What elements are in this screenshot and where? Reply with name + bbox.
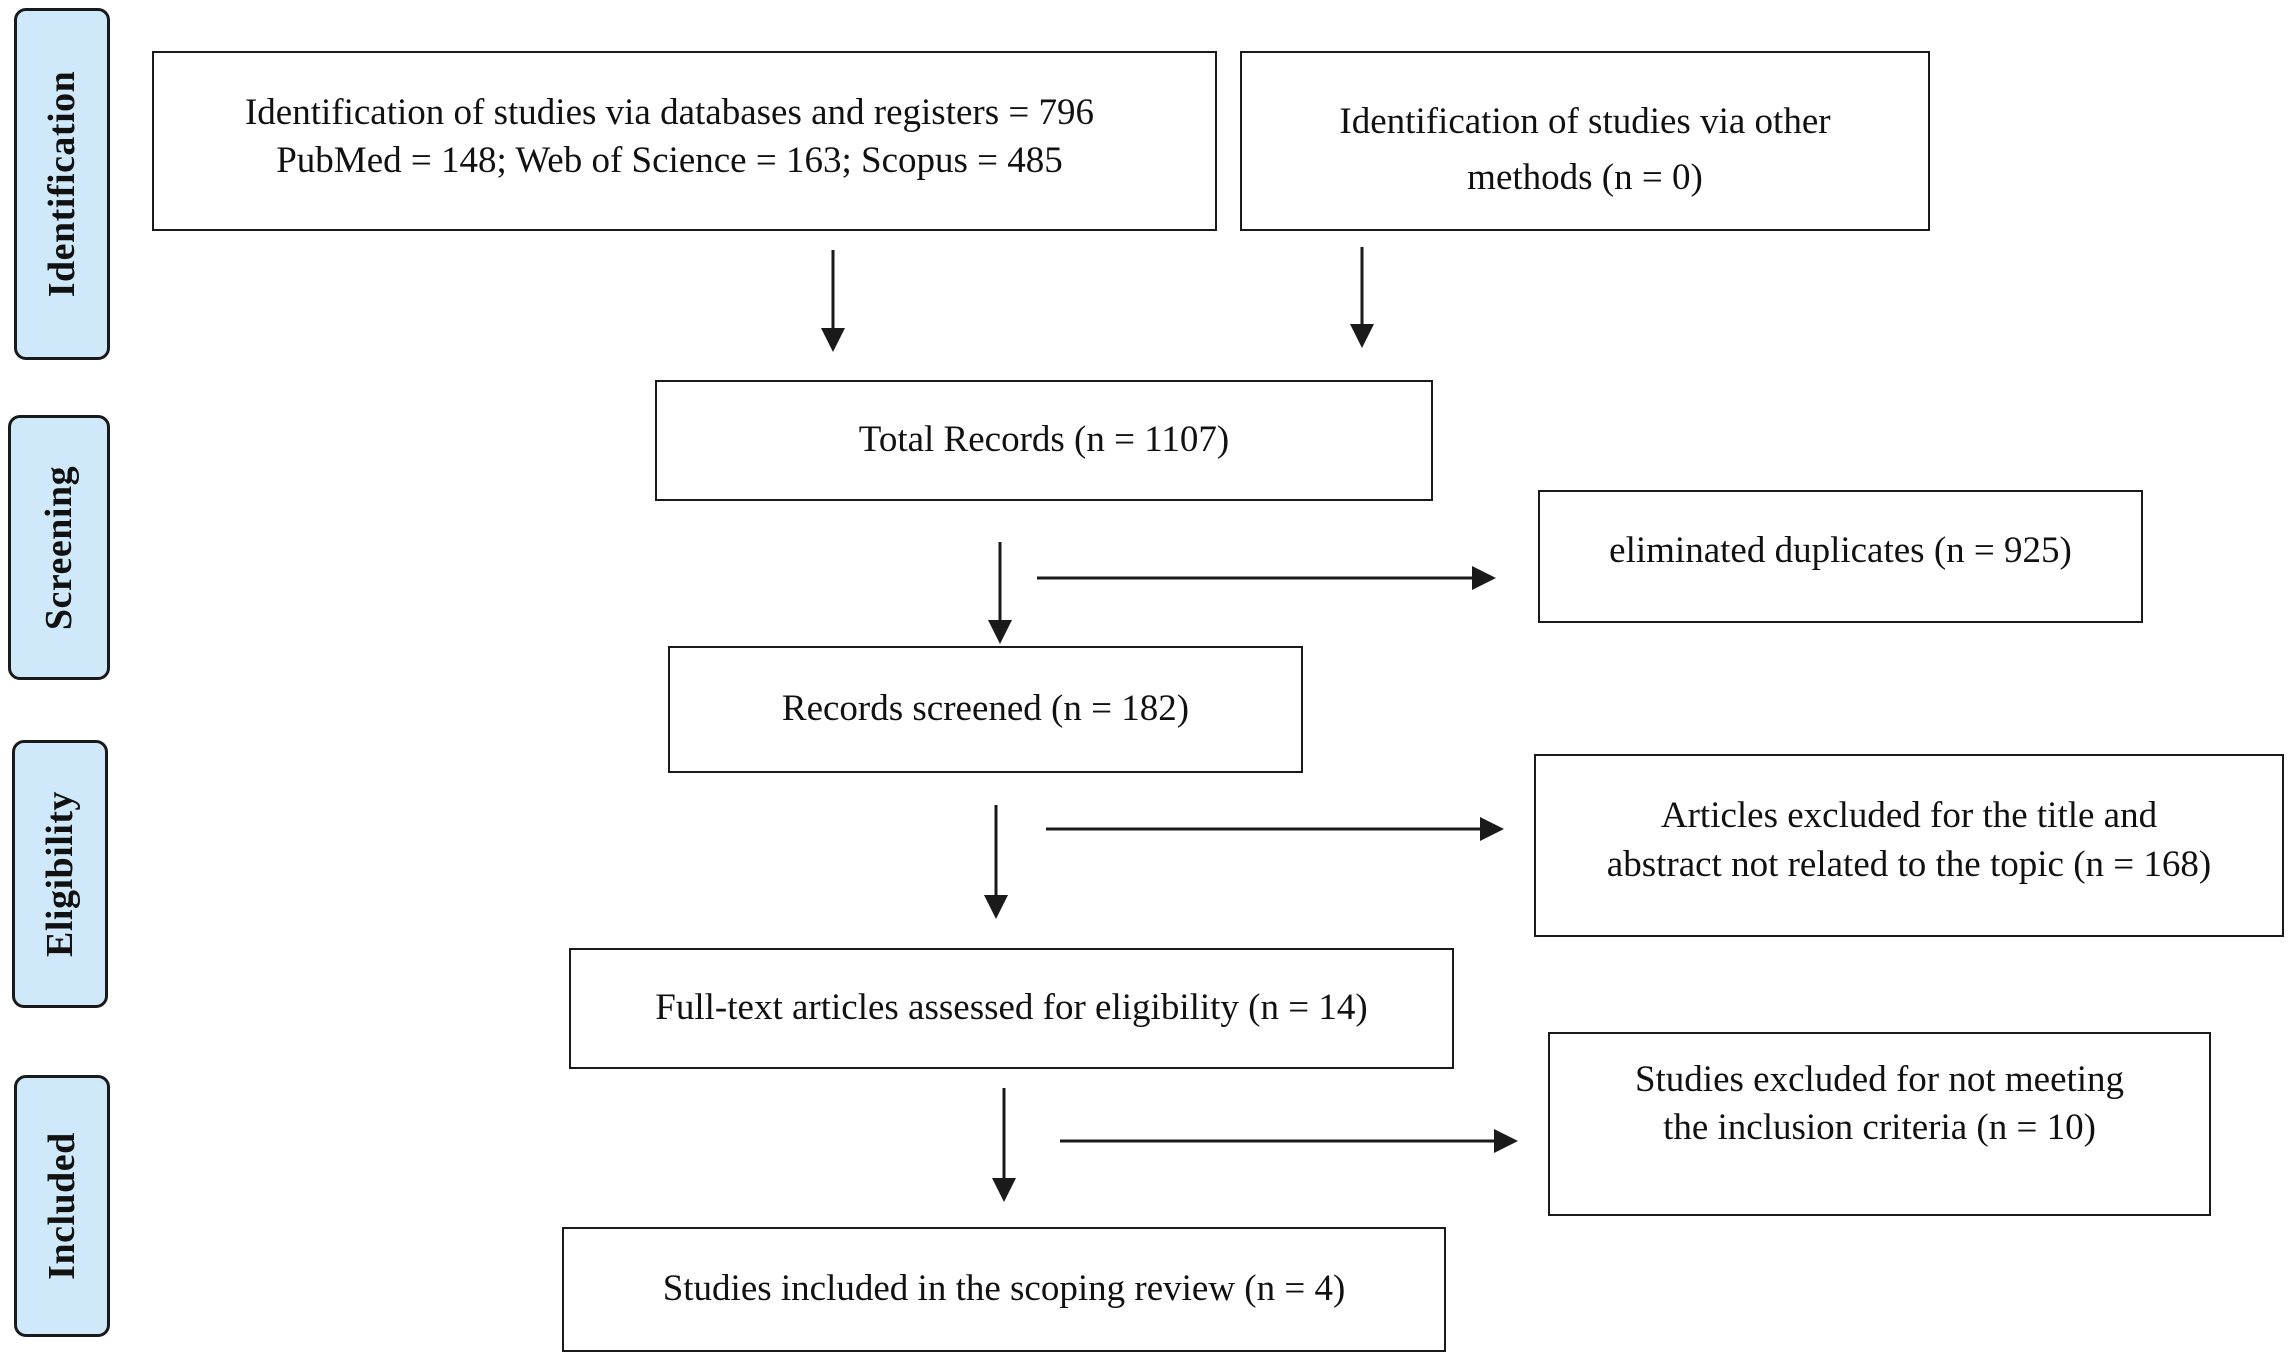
screened-box: Records screened (n = 182): [668, 646, 1303, 773]
stage-eligibility: Eligibility: [12, 740, 108, 1008]
arrow-to-duplicates-head: [1472, 566, 1496, 590]
databases-line-1: Identification of studies via databases …: [244, 92, 1094, 133]
full-text-box: Full-text articles assessed for eligibil…: [569, 948, 1454, 1069]
excluded-criteria-line-2: the inclusion criteria (n = 10): [1663, 1107, 2096, 1148]
total-records-text: Total Records (n = 1107): [858, 419, 1230, 461]
databases-line-2: PubMed = 148; Web of Science = 163; Scop…: [276, 140, 1063, 182]
included-text: Studies included in the scoping review (…: [662, 1268, 1346, 1310]
excluded-criteria-box: Studies excluded for not meeting the inc…: [1548, 1032, 2211, 1216]
arrow-other-to-total-head: [1350, 324, 1374, 348]
excluded-criteria-line-1: Studies excluded for not meeting: [1634, 1058, 2125, 1100]
full-text-text: Full-text articles assessed for eligibil…: [655, 987, 1368, 1029]
excluded-title-line-2: abstract not related to the topic (n = 1…: [1606, 843, 2212, 885]
databases-box: Identification of studies via databases …: [152, 51, 1217, 231]
arrow-fulltext-to-included-head: [992, 1178, 1016, 1202]
included-box: Studies included in the scoping review (…: [562, 1227, 1446, 1352]
duplicates-box: eliminated duplicates (n = 925): [1538, 490, 2143, 623]
arrow-databases-to-total-head: [821, 328, 845, 352]
stage-included: Included: [14, 1075, 110, 1337]
total-records-box: Total Records (n = 1107): [655, 380, 1433, 501]
excluded-title-box: Articles excluded for the title and abst…: [1534, 754, 2284, 937]
other-methods-line-2: methods (n = 0): [1467, 157, 1703, 198]
stage-identification: Identification: [14, 8, 110, 360]
stage-screening: Screening: [8, 415, 110, 680]
arrow-to-excluded-title-head: [1480, 817, 1504, 841]
arrow-to-excluded-criteria-head: [1494, 1129, 1518, 1153]
other-methods-line-1: Identification of studies via other: [1339, 100, 1831, 142]
other-methods-box: Identification of studies via other meth…: [1240, 51, 1930, 231]
duplicates-text: eliminated duplicates (n = 925): [1609, 530, 2072, 572]
excluded-title-line-1: Articles excluded for the title and: [1660, 795, 2158, 837]
arrow-screened-to-fulltext-head: [984, 895, 1008, 919]
screened-text: Records screened (n = 182): [781, 688, 1190, 730]
arrow-total-to-screened-head: [988, 620, 1012, 644]
